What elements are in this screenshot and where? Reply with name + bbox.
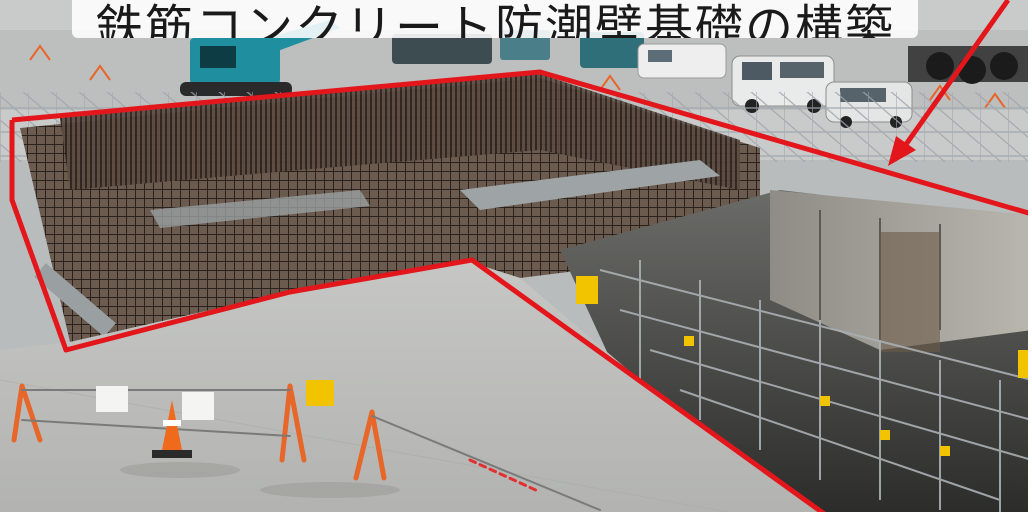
caption-text: 鉄筋コンクリート防潮壁基礎の構築 xyxy=(94,0,895,38)
pointer-arrow xyxy=(888,0,1011,166)
highlight-outline-lower xyxy=(9,120,832,518)
barrier-fence xyxy=(11,383,601,511)
traffic-cone xyxy=(152,400,192,458)
right-border xyxy=(1028,0,1032,518)
bottom-border xyxy=(0,512,1032,518)
caption-box: 鉄筋コンクリート防潮壁基礎の構築 xyxy=(72,0,918,38)
highlight-outline xyxy=(11,69,1032,217)
